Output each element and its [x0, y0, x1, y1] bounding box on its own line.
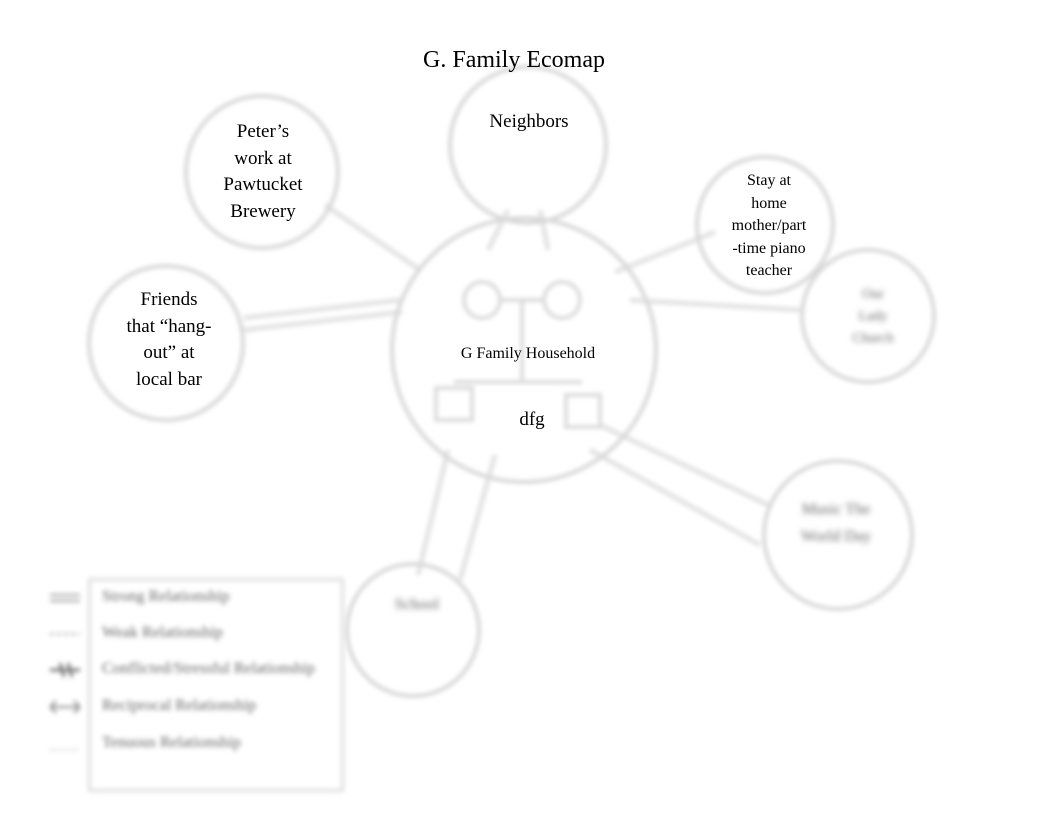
legend-row-reciprocal: Reciprocal Relationship [30, 692, 346, 722]
legend-label: Tenuous Relationship [102, 734, 241, 751]
node-text-line: local bar [136, 368, 202, 390]
node-text-line: World Day [800, 528, 872, 545]
node-label-peter-work: Peter’s work at Pawtucket Brewery [200, 119, 326, 225]
household-members-text: dfg [519, 409, 545, 430]
node-label-music: Music The World Day [776, 496, 896, 550]
node-text-line: teacher [745, 262, 793, 279]
line-household-peter [323, 202, 422, 273]
reciprocal-line-sample [50, 700, 80, 714]
legend-row-weak: Weak Relationship [30, 619, 346, 649]
household-circle [390, 216, 658, 484]
node-label-friends: Friends that “hang- out” at local bar [104, 287, 234, 393]
line-household-music-a [598, 422, 770, 508]
line-household-friends-b [243, 309, 403, 333]
conflicted-line-sample [50, 662, 80, 678]
legend-frame [88, 578, 344, 792]
node-text-line: Peter’s [236, 121, 290, 142]
child-square-left [434, 386, 474, 422]
church-circle [800, 248, 936, 384]
line-household-music-b [588, 447, 762, 548]
child-square-right [564, 393, 602, 429]
node-text-line: mother/part [731, 217, 807, 234]
node-text-line: School [394, 596, 440, 613]
node-text-line: Music The [801, 501, 871, 518]
neighbors-circle [448, 65, 608, 225]
node-label-school: School [362, 594, 472, 616]
line-household-church [629, 297, 801, 313]
node-text-line: work at [234, 147, 292, 169]
node-text-line: home [751, 194, 787, 212]
member-circle-right [542, 280, 582, 320]
household-genogram [434, 280, 602, 429]
node-text-line: Neighbors [489, 111, 569, 132]
line-household-school-a [415, 449, 451, 576]
node-text-line: Pawtucket [223, 174, 303, 195]
member-circle-left [462, 280, 502, 320]
line-household-neighbors-b [537, 209, 551, 251]
legend-label: Reciprocal Relationship [102, 697, 257, 714]
diagram-title: G. Family Ecomap [423, 47, 605, 73]
legend-row-tenuous: Tenuous Relationship [30, 729, 346, 759]
weak-line-sample [50, 633, 80, 635]
node-text-line: Stay at [747, 172, 791, 189]
line-household-friends-a [243, 297, 401, 321]
node-text-line: out” at [143, 342, 195, 363]
legend-label: Conflicted/Stressful Relationship [102, 660, 315, 677]
node-text-line: Brewery [230, 200, 296, 222]
strong-line-sample [50, 594, 80, 602]
line-household-neighbors-a [485, 208, 511, 252]
legend-box: Strong Relationship Weak Relationship Co… [30, 575, 346, 795]
node-label-stay-home: Stay at home mother/part -time piano tea… [709, 170, 829, 283]
legend-label: Weak Relationship [102, 624, 223, 641]
node-text-line: Our [862, 287, 884, 302]
legend-row-strong: Strong Relationship [30, 583, 346, 613]
household-label: G Family Household [460, 345, 596, 362]
node-label-church: Our Lady Church [818, 284, 928, 350]
school-circle [345, 562, 481, 698]
legend-row-conflicted: Conflicted/Stressful Relationship [30, 655, 346, 685]
friends-circle [87, 264, 245, 422]
peter-work-circle [184, 94, 340, 250]
node-text-line: Lady [858, 309, 888, 324]
node-label-neighbors: Neighbors [458, 110, 600, 134]
node-text-line: that “hang- [126, 315, 212, 337]
node-text-line: -time piano [732, 239, 806, 257]
tenuous-line-sample [50, 749, 80, 751]
music-circle [762, 459, 914, 611]
legend-label: Strong Relationship [102, 588, 230, 605]
node-text-line: Church [852, 331, 894, 346]
stay-home-circle [695, 155, 835, 295]
node-text-line: Friends [140, 289, 198, 310]
